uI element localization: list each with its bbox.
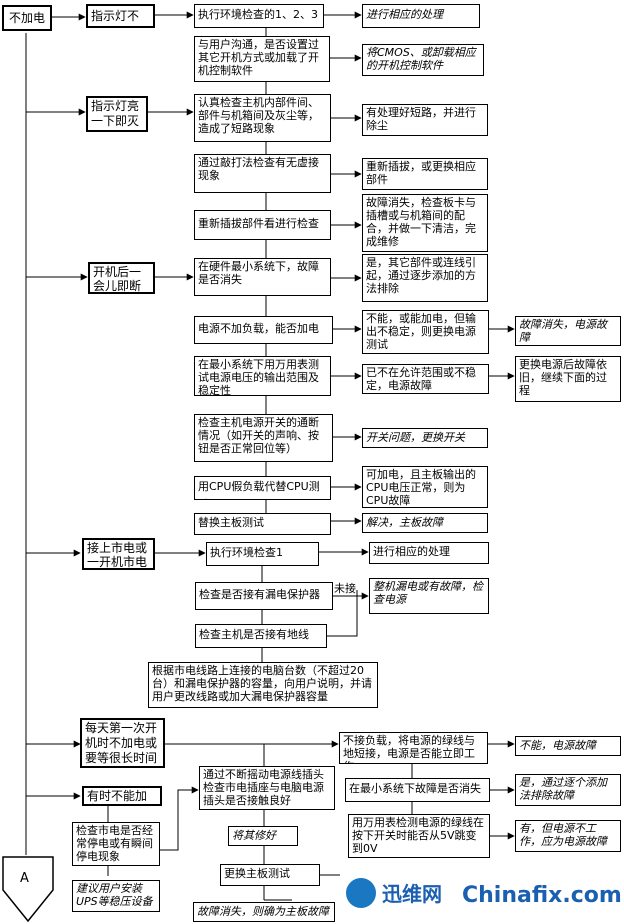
result-motherboard-fault: 解决，主板故障 bbox=[362, 513, 488, 533]
result-fix-short-dust: 有处理好短路，并进行除尘 bbox=[362, 104, 488, 136]
step-multimeter-voltage: 在最小系统下用万用表测试电源电压的输出范围及稳定性 bbox=[194, 356, 331, 396]
step-multimeter-green-wire: 用万用表检测电源的绿线在按下开关时能否从5V跳变到0V bbox=[348, 814, 490, 858]
step-cpu-dummy-load: 用CPU假负载代替CPU测试 bbox=[194, 476, 331, 500]
result-handle: 进行相应的处理 bbox=[362, 4, 480, 28]
result-motherboard-fault-2: 故障消失，则确为主板故障 bbox=[193, 902, 335, 922]
step-ask-user-power-method: 与用户沟通，是否设置过其它开机方式或加载了开机控制软件 bbox=[194, 36, 330, 82]
step-explain-to-user: 根据市电线路上连接的电脑台数（不超过20台）和漏电保护器的容量，向用户说明，并请… bbox=[148, 662, 378, 708]
category-indicator-off: 指示灯不亮 bbox=[86, 4, 155, 28]
step-shake-power-plug: 通过不断摇动电源线插头检查市电插座与电脑电源插头是否接触良好 bbox=[199, 766, 335, 810]
result-reseat-replace: 重新插拔，或更换相应部件 bbox=[362, 158, 488, 190]
result-voltage-unstable: 已不在允许范围或不稳定，电源故障 bbox=[362, 364, 489, 394]
result-handle-2: 进行相应的处理 bbox=[369, 542, 489, 564]
result-replace-switch: 开关问题，更换开关 bbox=[362, 428, 488, 448]
step-leakage-protector: 检查是否接有漏电保护器 bbox=[195, 582, 333, 610]
step-check-short-circuit: 认真检查主机内部件间、部件与机箱间及灰尘等，造成了短路现象 bbox=[194, 94, 331, 142]
step-env-check-1: 执行环境检查1 bbox=[206, 542, 319, 566]
step-min-system: 在硬件最小系统下，故障是否消失 bbox=[194, 258, 331, 296]
step-ground-wire: 检查主机是否接有地线 bbox=[195, 624, 327, 648]
step-check-mains-outage: 检查市电是否经常停电或有瞬间停电现象 bbox=[72, 822, 160, 866]
result-suggest-ups: 建议用户安装UPS等稳压设备 bbox=[72, 880, 160, 912]
step-check-power-switch: 检查主机电源开关的通断情况（如开关的声响、按钮是否正常回位等） bbox=[194, 414, 333, 462]
category-mains-trip: 接上市电或一开机市电即断 bbox=[82, 538, 155, 570]
watermark-site: Chinafix.com bbox=[462, 883, 622, 908]
step-env-check-123: 执行环境检查的1、2、3 bbox=[194, 4, 324, 28]
watermark-brand: 迅维网 bbox=[382, 882, 442, 906]
step-reseat-parts: 重新插拔部件看进行检查 bbox=[194, 210, 331, 240]
label-not-connected: 未接 bbox=[334, 582, 356, 595]
result-replace-psu-test: 不能，或能加电，但输出不稳定，则更换电源测试 bbox=[362, 310, 489, 354]
root-node: 不加电 bbox=[2, 5, 52, 31]
offpage-connector-A bbox=[2, 856, 54, 922]
category-first-boot-no-power: 每天第一次开机时不加电或要等很长时间才启动 bbox=[80, 718, 165, 768]
watermark-logo bbox=[346, 878, 376, 908]
step-short-green-wire: 不接负载，将电源的绿线与地短接，电源是否能立即工作 bbox=[339, 732, 488, 764]
result-add-one-by-one: 是，通过逐个添加法排除故障 bbox=[515, 774, 621, 806]
result-leakage-check-psu: 整机漏电或有故障，检查电源 bbox=[369, 578, 489, 614]
result-cpu-fault: 可加电，且主板输出的CPU电压正常，则为CPU故障 bbox=[362, 466, 488, 508]
step-psu-no-load: 电源不加负载，能否加电 bbox=[194, 316, 333, 344]
step-knock-test: 通过敲打法检查有无虚接现象 bbox=[194, 154, 331, 193]
result-continue-process: 更换电源后故障依旧，继续下面的过程 bbox=[515, 356, 621, 402]
step-replace-motherboard-2: 更换主板测试 bbox=[220, 864, 320, 886]
category-indicator-blink-off: 指示灯亮一下即灭 bbox=[86, 96, 148, 132]
step-min-system-2: 在最小系统下故障是否消失 bbox=[345, 778, 490, 802]
category-sometimes-no-power: 有时不能加电 bbox=[82, 786, 162, 806]
result-fix-it: 将其修好 bbox=[228, 826, 298, 846]
connector-label: A bbox=[20, 871, 29, 886]
result-cannot-psu-fault: 不能，电源故障 bbox=[515, 736, 621, 756]
result-cmos-uninstall: 将CMOS、或卸载相应的开机控制软件 bbox=[362, 44, 484, 76]
step-replace-motherboard: 替换主板测试 bbox=[194, 513, 331, 535]
result-psu-fault: 故障消失，电源故障 bbox=[515, 316, 621, 346]
result-fault-gone-clean: 故障消失，检查板卡与插槽或与机箱间的配合，并做一下清洁，完成维修 bbox=[362, 194, 488, 252]
category-power-off-after-boot: 开机后一会儿即断电 bbox=[88, 262, 155, 294]
result-add-gradually: 是，其它部件或连线引起，通过逐步添加的方法排除 bbox=[362, 254, 488, 302]
result-psu-not-working: 有，但电源不工作，应为电源故障 bbox=[515, 820, 621, 852]
